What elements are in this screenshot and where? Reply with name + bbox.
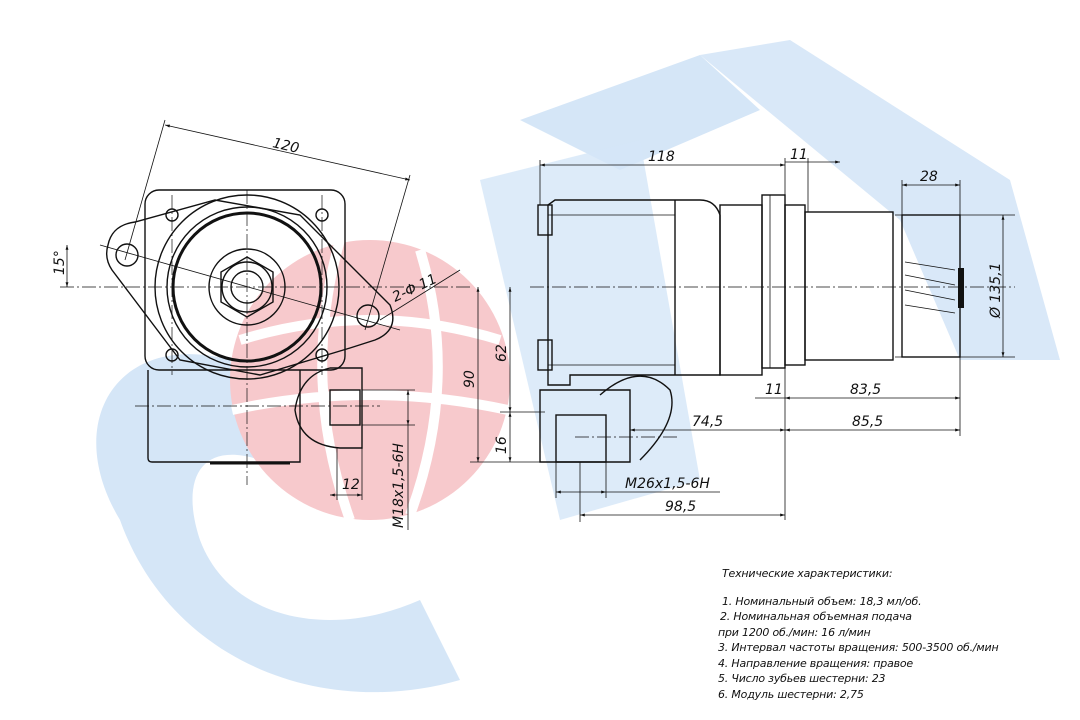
dim-62: 62 xyxy=(494,344,510,362)
dim-83-5: 83,5 xyxy=(850,382,881,398)
side-view xyxy=(470,158,1015,522)
spec-line: при 1200 об./мин: 16 л/мин xyxy=(718,625,871,639)
spec-line: 6. Модуль шестерни: 2,75 xyxy=(718,687,864,701)
dim-90: 90 xyxy=(462,370,478,388)
dim-11-bottom: 11 xyxy=(765,382,783,398)
dim-74-5: 74,5 xyxy=(692,414,723,430)
spec-line: 4. Направление вращения: правое xyxy=(718,656,913,670)
dim-28: 28 xyxy=(920,169,938,185)
dim-98-5: 98,5 xyxy=(665,499,696,515)
spec-line: 1. Номинальный объем: 18,3 мл/об. xyxy=(722,594,922,608)
dim-120: 120 xyxy=(271,135,301,157)
front-view xyxy=(60,119,470,530)
specs-title: Технические характеристики: xyxy=(722,567,893,580)
dim-thread-m18: M18x1,5-6H xyxy=(391,443,407,528)
spec-line: 3. Интервал частоты вращения: 500-3500 о… xyxy=(718,641,999,654)
spec-line: 5. Число зубьев шестерни: 23 xyxy=(718,672,886,685)
dim-diameter-135: Ø 135,1 xyxy=(988,262,1004,319)
dim-thread-m26: M26x1,5-6H xyxy=(625,476,710,492)
technical-specs: Технические характеристики: 1. Номинальн… xyxy=(718,566,999,702)
dim-12: 12 xyxy=(342,477,360,493)
dim-11-top: 11 xyxy=(790,147,808,163)
dim-15deg: 15° xyxy=(52,250,68,275)
spec-line: 2. Номинальная объемная подача xyxy=(720,610,912,623)
dim-85-5: 85,5 xyxy=(852,414,883,430)
dim-118: 118 xyxy=(648,149,675,165)
dim-16: 16 xyxy=(494,436,510,454)
